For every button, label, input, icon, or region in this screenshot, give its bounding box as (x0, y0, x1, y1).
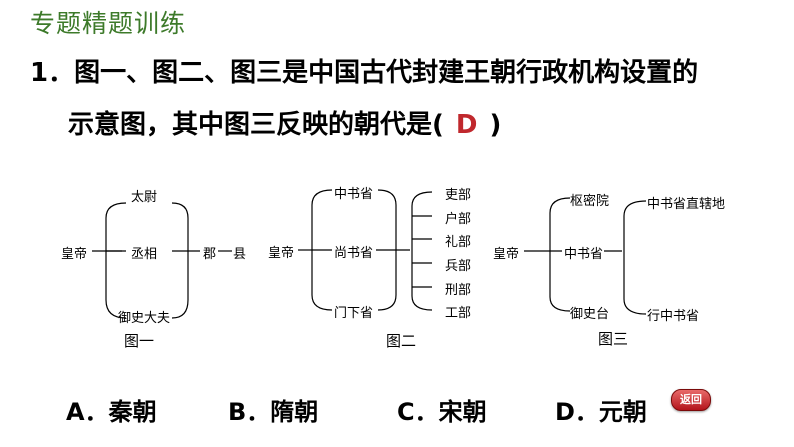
question-close-paren: ) (489, 110, 502, 140)
question-line-1: 1．图一、图二、图三是中国古代封建王朝行政机构设置的 (30, 52, 698, 89)
diagram2-caption: 图二 (386, 332, 417, 350)
diagram2-department: 工部 (445, 306, 472, 321)
diagram3-branch-top: 枢密院 (570, 194, 610, 209)
back-button-label: 返回 (680, 393, 702, 406)
diagram2-branch-middle: 尚书省 (334, 246, 374, 261)
diagram3-branch-middle: 中书省 (564, 247, 604, 262)
diagram1-tail-1: 郡 (203, 247, 217, 262)
option-c-label: C． (397, 398, 439, 426)
option-a-text: 秦朝 (108, 398, 157, 426)
answer-letter: D (455, 110, 478, 140)
page-header-title: 专题精题训练 (30, 9, 187, 38)
question-line-2: 示意图，其中图三反映的朝代是( D) (68, 104, 501, 141)
diagram2-department: 户部 (445, 212, 472, 227)
question-text-2: 示意图，其中图三反映的朝代是( (68, 110, 444, 140)
diagram3-root: 皇帝 (493, 247, 520, 262)
diagram2-root: 皇帝 (268, 246, 295, 261)
back-button[interactable]: 返回 (671, 389, 711, 411)
diagram2-department: 兵部 (445, 259, 472, 274)
option-a-label: A． (66, 398, 109, 426)
question-text-1: 图一、图二、图三是中国古代封建王朝行政机构设置的 (74, 58, 699, 88)
diagram2-department: 刑部 (445, 283, 472, 298)
diagram3-sub-bottom: 行中书省 (647, 309, 700, 324)
diagram3-sub-top: 中书省直辖地 (647, 197, 726, 212)
question-number: 1． (30, 58, 75, 88)
diagram2-branch-bottom: 门下省 (334, 306, 374, 321)
diagram1-branch-middle: 丞相 (131, 247, 158, 262)
diagram2-department: 礼部 (445, 235, 472, 250)
diagram3-caption: 图三 (598, 330, 629, 348)
diagram1-root: 皇帝 (61, 247, 88, 262)
option-b: B．隋朝 (228, 392, 318, 427)
option-c-text: 宋朝 (438, 398, 487, 426)
option-c: C．宋朝 (397, 392, 487, 427)
diagram1-tail-2: 县 (233, 247, 247, 262)
option-b-label: B． (228, 398, 271, 426)
diagram1-branch-top: 太尉 (131, 190, 158, 205)
option-d: D．元朝 (555, 392, 647, 427)
option-d-text: 元朝 (598, 398, 647, 426)
diagram1-caption: 图一 (124, 332, 155, 350)
diagram2-department: 吏部 (445, 188, 472, 203)
option-b-text: 隋朝 (270, 398, 319, 426)
option-a: A．秦朝 (66, 392, 157, 427)
diagram2-branch-top: 中书省 (334, 187, 374, 202)
option-d-label: D． (555, 398, 599, 426)
diagram3-branch-bottom: 御史台 (570, 307, 610, 322)
diagram1-branch-bottom: 御史大夫 (118, 311, 171, 326)
